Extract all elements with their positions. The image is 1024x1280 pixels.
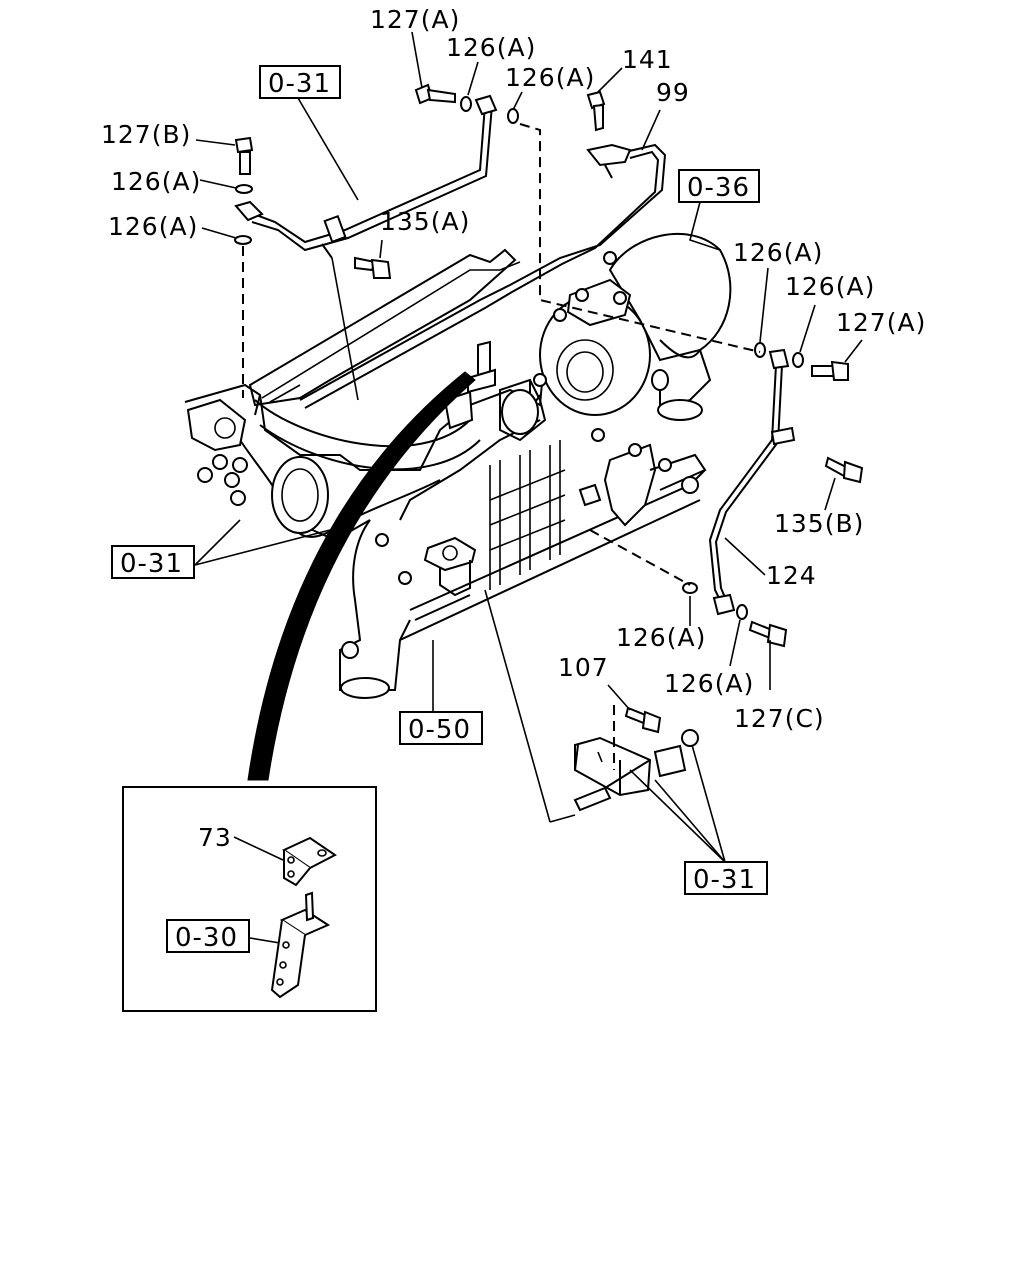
engine-assembly <box>184 232 732 699</box>
label-126a-5: 126(A) <box>733 238 823 267</box>
bracket-assembly <box>573 729 699 812</box>
detail-leader-swoop <box>247 371 476 781</box>
bolt-127b <box>234 136 254 175</box>
ref-0-36: 0-36 <box>687 173 750 203</box>
bolt-127a-top <box>414 83 456 105</box>
washer-126a-2 <box>507 108 519 124</box>
dashed-assembly-lines <box>242 123 761 770</box>
bolt-135a <box>354 256 392 279</box>
label-126a-2: 126(A) <box>505 63 595 92</box>
part-labels: 127(A) 126(A) 126(A) 141 99 127(B) 126(A… <box>101 5 926 852</box>
label-124: 124 <box>766 561 817 590</box>
bolt-135b <box>824 456 864 484</box>
washer-126a-4 <box>234 235 252 245</box>
bolt-127a-right <box>811 360 849 381</box>
turbocharger <box>499 232 732 442</box>
label-126a-1: 126(A) <box>446 33 536 62</box>
label-126a-7: 126(A) <box>616 623 706 652</box>
detail-inset <box>122 786 377 1012</box>
bolt-127c <box>748 620 788 648</box>
washer-126a-6 <box>792 352 804 368</box>
bracket-0-30 <box>270 891 331 999</box>
ref-0-30: 0-30 <box>175 923 238 953</box>
label-135a: 135(A) <box>380 207 470 236</box>
label-135b: 135(B) <box>774 509 864 538</box>
oil-cooler-fins <box>489 440 566 590</box>
label-126a-3: 126(A) <box>111 167 201 196</box>
bracket-73 <box>281 836 337 887</box>
label-127c: 127(C) <box>734 704 825 733</box>
oil-pipe-99 <box>299 143 667 409</box>
bolt-107 <box>624 706 662 734</box>
label-141: 141 <box>622 45 673 74</box>
label-126a-8: 126(A) <box>664 669 754 698</box>
bolt-141 <box>586 90 606 132</box>
label-73: 73 <box>198 823 232 852</box>
label-127a-top: 127(A) <box>370 5 460 34</box>
reference-boxes: 0-31 0-36 0-31 0-50 0-31 0-30 <box>111 65 768 953</box>
oil-pipe-upper <box>234 94 498 259</box>
label-99: 99 <box>656 78 690 107</box>
washer-126a-5 <box>754 342 766 358</box>
washer-126a-7 <box>682 582 698 594</box>
washer-126a-8 <box>736 604 748 620</box>
label-107: 107 <box>558 653 609 682</box>
label-126a-6: 126(A) <box>785 272 875 301</box>
oil-return-pipe-124 <box>708 348 796 616</box>
ref-0-31-top: 0-31 <box>268 69 331 99</box>
label-127b: 127(B) <box>101 120 191 149</box>
washer-126a-3 <box>235 184 253 194</box>
label-127a-right: 127(A) <box>836 308 926 337</box>
ref-0-31-left: 0-31 <box>120 549 183 579</box>
fasteners <box>234 83 864 734</box>
label-126a-4: 126(A) <box>108 212 198 241</box>
ref-0-31-bottom: 0-31 <box>693 865 756 895</box>
ref-0-50: 0-50 <box>408 715 471 745</box>
washer-126a-1 <box>460 96 472 112</box>
leader-lines <box>194 31 863 946</box>
